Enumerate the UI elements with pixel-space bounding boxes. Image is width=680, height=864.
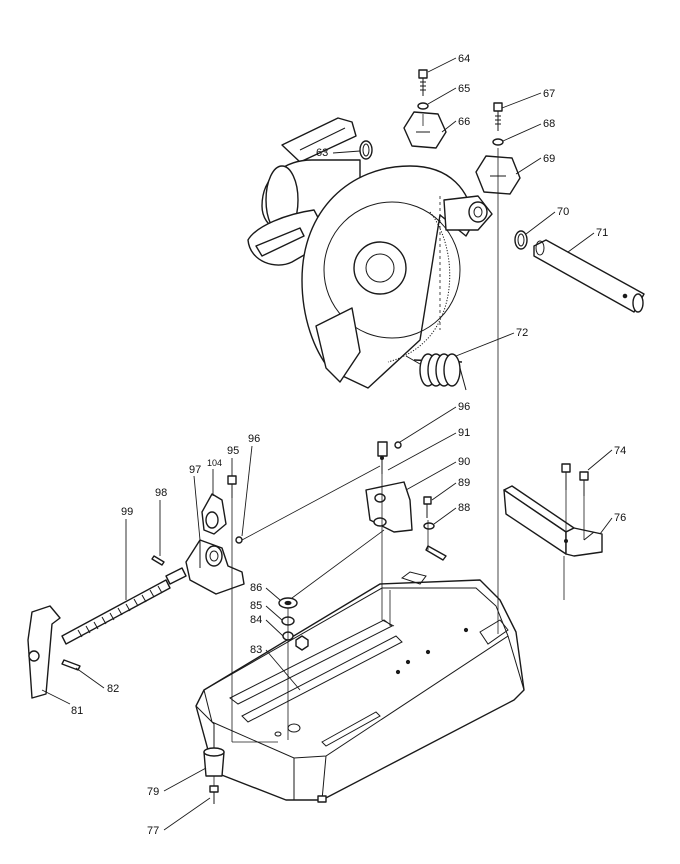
clamp-66 (403, 111, 447, 149)
screw-89 (423, 496, 432, 505)
callout-c76: 76 (614, 512, 626, 524)
callout-c70: 70 (557, 206, 569, 218)
bracket-90 (365, 481, 413, 533)
leader-lines (41, 57, 613, 831)
callout-c71: 71 (596, 227, 608, 239)
base-assembly (195, 571, 525, 804)
callout-c85: 85 (250, 600, 262, 612)
washer-68 (492, 138, 504, 146)
callout-c99: 99 (121, 506, 133, 518)
bolt-64-head (418, 69, 428, 79)
callout-c95: 95 (227, 445, 239, 457)
callout-c74: 74 (614, 445, 626, 457)
washer-88 (423, 522, 435, 530)
callout-c83: 83 (250, 644, 262, 656)
vise-screw-99 (61, 567, 187, 645)
callout-c98: 98 (155, 487, 167, 499)
washer-65 (417, 102, 429, 110)
callout-c65: 65 (458, 83, 470, 95)
shaft-71 (533, 239, 645, 313)
screw-77 (209, 785, 219, 793)
ring-63 (359, 140, 373, 160)
callout-c81: 81 (71, 705, 83, 717)
callout-c67: 67 (543, 88, 555, 100)
assembly-guide-lines (213, 114, 585, 786)
callout-c91: 91 (458, 427, 470, 439)
callout-c88: 88 (458, 502, 470, 514)
pin-82 (61, 659, 81, 671)
callout-c64: 64 (458, 53, 470, 65)
callout-c72: 72 (516, 327, 528, 339)
bolt-74-right (579, 471, 589, 481)
callout-c82: 82 (107, 683, 119, 695)
callout-c97: 97 (189, 464, 201, 476)
callout-c86: 86 (250, 582, 262, 594)
callout-c96b: 96 (248, 433, 260, 445)
spring-72 (405, 353, 467, 391)
callout-labels: 64 65 66 63 67 68 69 70 71 72 96 91 90 89 88 74 76 96 95 10… (71, 53, 626, 837)
callout-c69: 69 (543, 153, 555, 165)
callout-c104: 104 (207, 458, 222, 468)
screw-95 (227, 475, 237, 485)
pin-96-upper (394, 441, 402, 449)
callout-c66: 66 (458, 116, 470, 128)
callout-c79: 79 (147, 786, 159, 798)
saw-head-assembly (247, 117, 493, 389)
pin-96-lower (235, 536, 243, 544)
callout-c68: 68 (543, 118, 555, 130)
callout-c89: 89 (458, 477, 470, 489)
base-83 (195, 579, 525, 801)
callout-c77: 77 (147, 825, 159, 837)
callout-c96a: 96 (458, 401, 470, 413)
ring-70 (514, 230, 528, 250)
pin-98 (151, 555, 165, 566)
callout-c63: 63 (316, 147, 328, 159)
callout-c84: 84 (250, 614, 262, 626)
vise-assembly (27, 475, 245, 699)
middle-right-parts (365, 441, 603, 561)
top-fastener-group (359, 69, 645, 391)
bolt-74-left (561, 463, 571, 473)
vise-handle-81 (27, 605, 61, 699)
callout-c90: 90 (458, 456, 470, 468)
pin-91 (377, 441, 388, 457)
bolt-67-head (493, 102, 503, 112)
